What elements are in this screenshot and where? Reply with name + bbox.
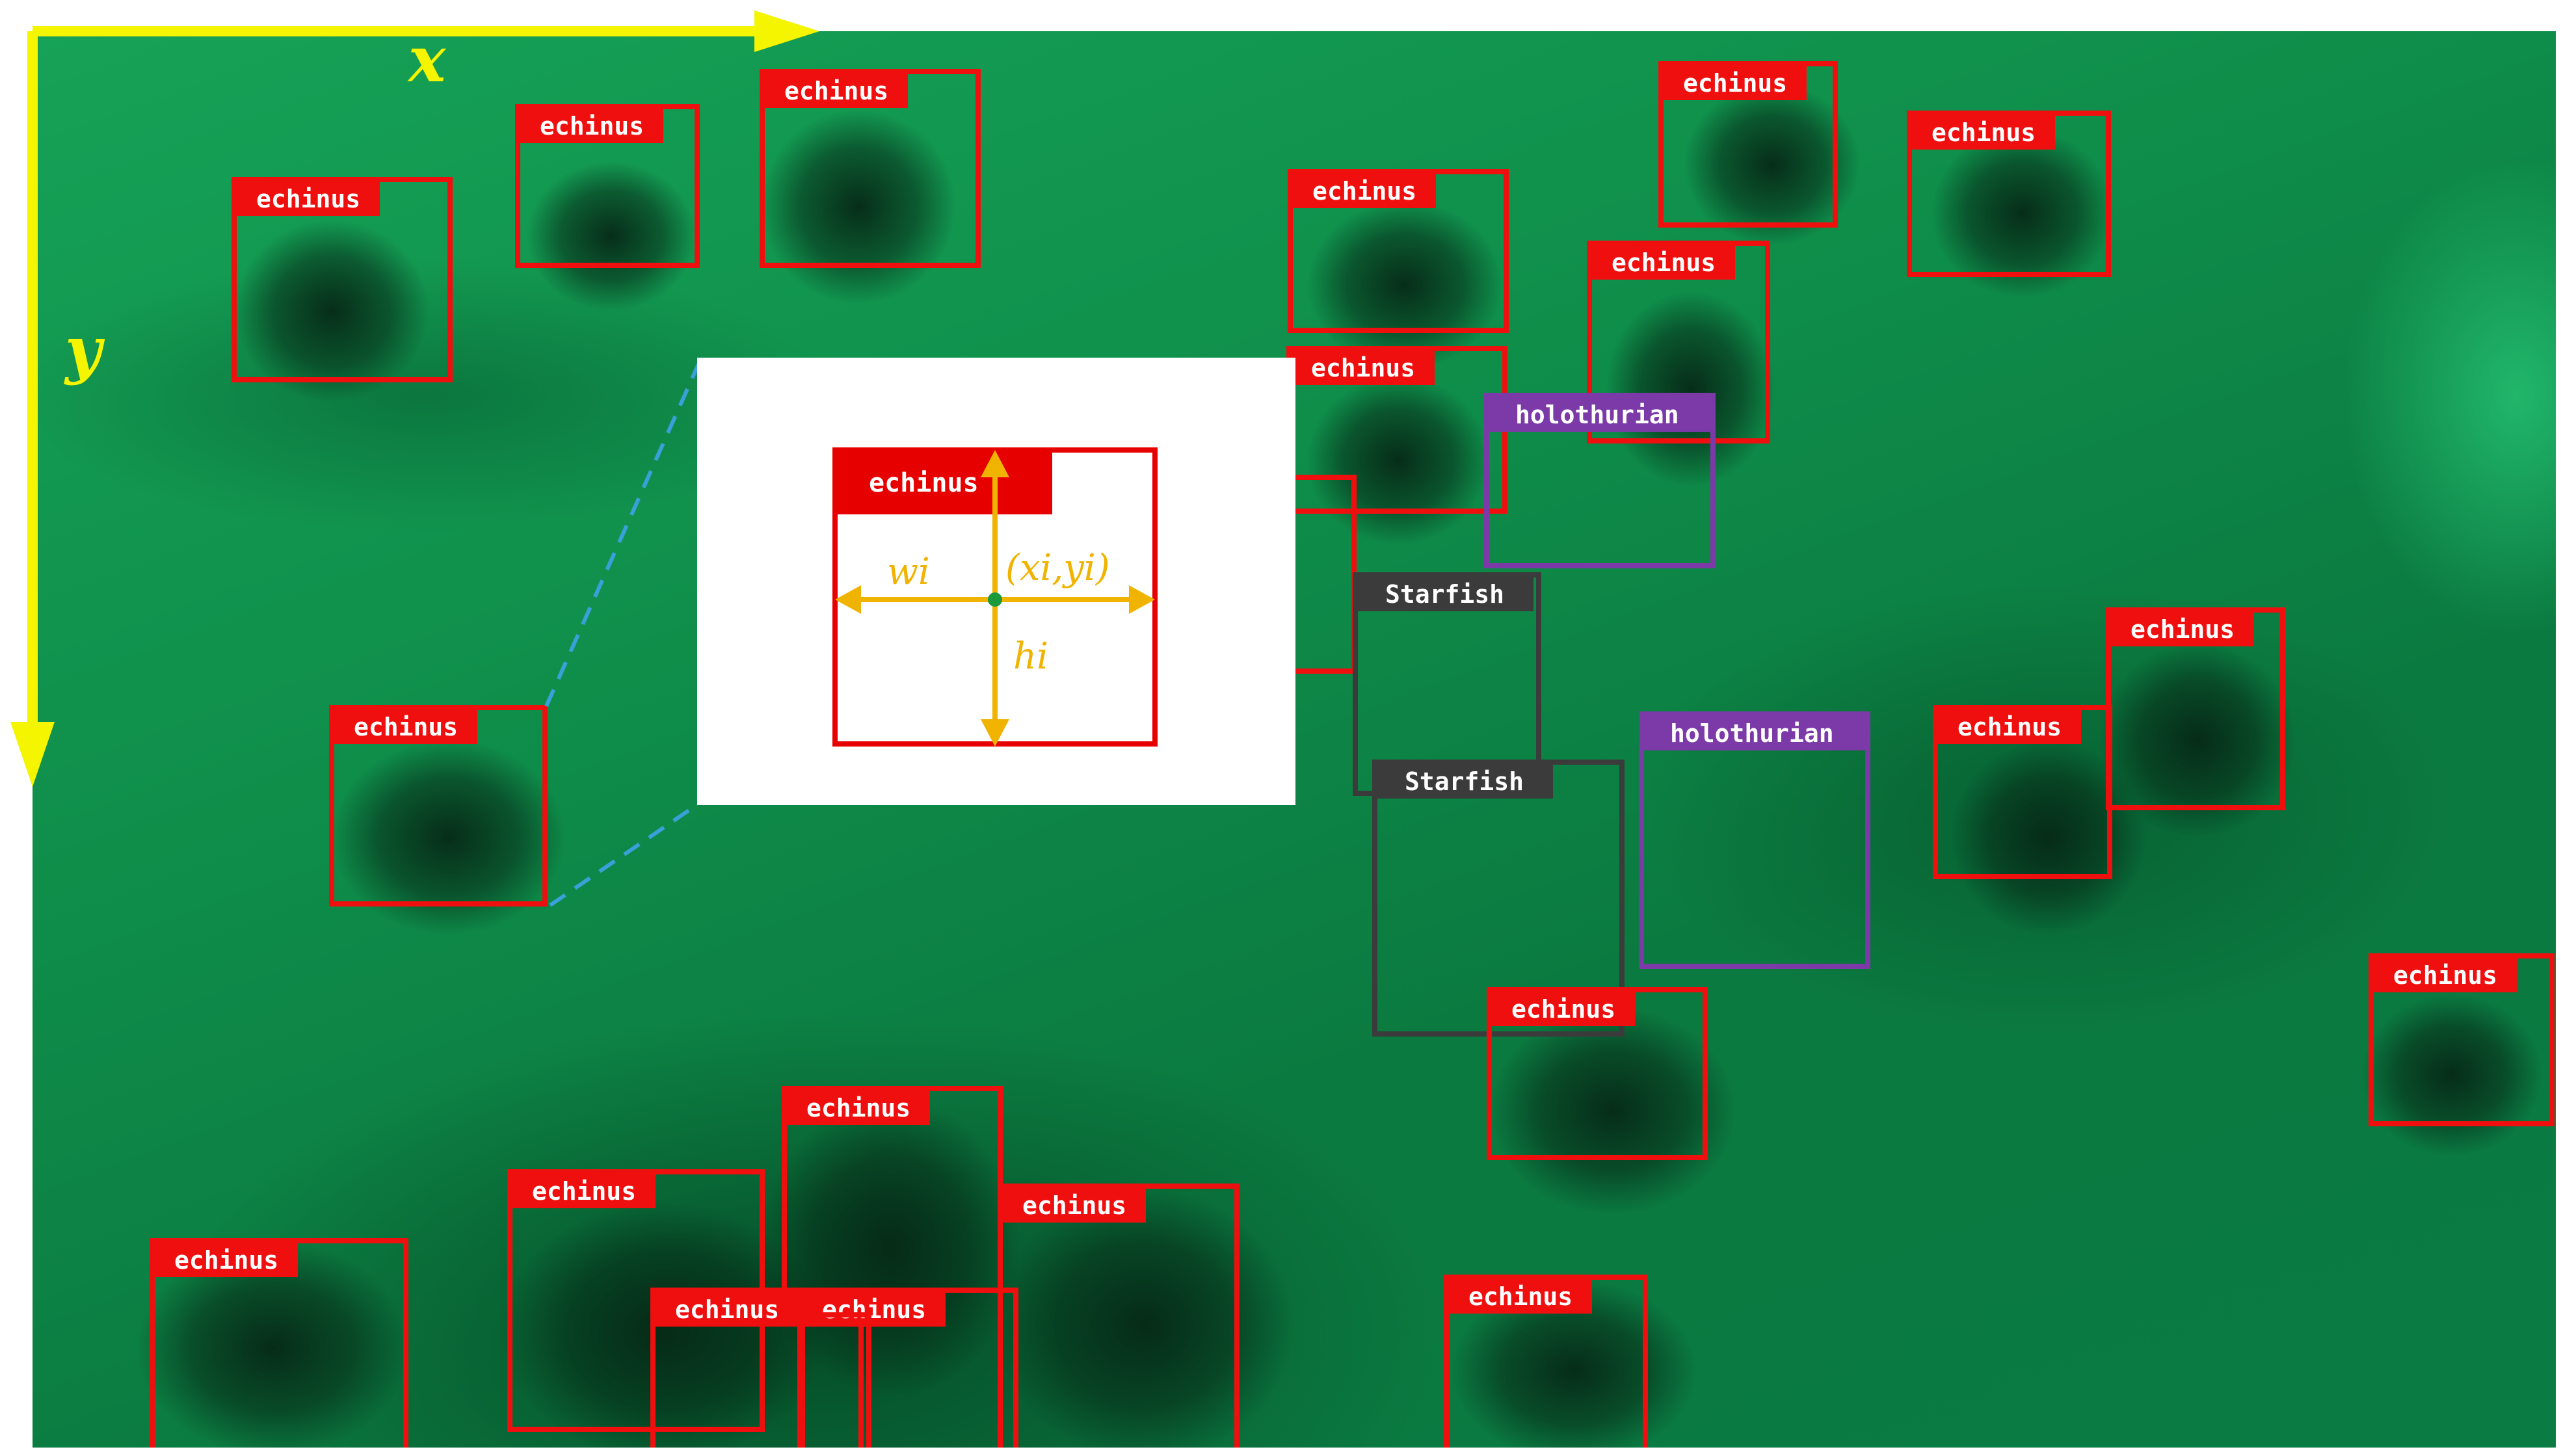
x-axis-arrowhead-icon — [754, 10, 819, 52]
detection-box: holothurian — [1484, 393, 1716, 568]
detection-box: echinus — [2369, 953, 2554, 1126]
detection-label: echinus — [1938, 710, 2081, 744]
detection-label: holothurian — [1644, 717, 1865, 750]
down-arrowhead-icon — [981, 719, 1009, 747]
callout-connector-line — [544, 363, 700, 708]
callout-dimension-arrows — [835, 450, 1155, 747]
y-axis-arrowhead-icon — [10, 722, 55, 787]
creature-blob — [1606, 291, 1775, 486]
underwater-scene: echinus echinus echinus echinus echinus … — [33, 31, 2556, 1448]
detection-box: echinus — [1288, 169, 1509, 333]
creature-blob — [761, 109, 956, 304]
creature-blob — [2361, 994, 2543, 1156]
detection-box: echinus — [329, 705, 548, 907]
detection-label: echinus — [1293, 174, 1436, 208]
detection-label: echinus — [803, 1293, 946, 1327]
creature-blob — [995, 1189, 1294, 1448]
detection-label: echinus — [656, 1293, 799, 1327]
right-arrowhead-icon — [1129, 585, 1155, 614]
callout-label: echinus — [838, 453, 1052, 514]
detection-box: echinus — [515, 104, 700, 268]
detection-label: echinus — [765, 74, 908, 108]
detection-box: echinus — [1487, 987, 1708, 1160]
center-coordinate-symbol: (xi,yi) — [1005, 547, 1110, 589]
width-symbol: wi — [887, 551, 930, 593]
creature-blob — [1684, 83, 1860, 246]
detection-box: echinus — [1658, 61, 1838, 228]
creature-blob — [1489, 1007, 1736, 1215]
detection-label: echinus — [2111, 613, 2254, 646]
y-axis-label: y — [65, 313, 101, 386]
detection-box: echinus — [760, 69, 981, 268]
detection-label: echinus — [1664, 66, 1807, 100]
detection-box: echinus — [2106, 607, 2285, 810]
detection-box: echinus — [998, 1184, 1240, 1448]
detection-box: echinus — [232, 177, 453, 382]
detection-label: Starfish — [1358, 577, 1533, 611]
detection-label: echinus — [512, 1174, 656, 1208]
creature-blob — [234, 220, 429, 402]
detection-label: echinus — [1003, 1189, 1146, 1223]
detection-box — [800, 1312, 871, 1448]
detection-label: echinus — [1292, 351, 1435, 385]
detection-label: echinus — [1592, 246, 1735, 280]
detection-label: echinus — [334, 710, 477, 744]
detection-box: Starfish — [1353, 572, 1541, 796]
height-symbol: hi — [1013, 635, 1048, 678]
detection-box: echinus — [797, 1288, 1018, 1448]
detection-label: echinus — [787, 1091, 930, 1125]
detection-label: Starfish — [1377, 765, 1553, 799]
detection-box: holothurian — [1639, 711, 1870, 969]
x-axis-label: x — [408, 23, 446, 96]
detection-label: holothurian — [1489, 398, 1710, 432]
detection-label: echinus — [1912, 116, 2055, 150]
detection-label: echinus — [2374, 959, 2517, 992]
center-point-icon — [988, 592, 1002, 607]
detection-box: echinus — [1587, 241, 1770, 443]
detection-box: Starfish — [1372, 760, 1625, 1037]
creature-blob — [1931, 129, 2114, 298]
detection-label: echinus — [1449, 1280, 1592, 1314]
detection-box: echinus — [150, 1238, 408, 1448]
detection-label: echinus — [155, 1243, 298, 1277]
up-arrowhead-icon — [981, 450, 1009, 477]
left-arrowhead-icon — [835, 585, 861, 614]
creature-blob — [1307, 200, 1502, 369]
zoom-callout: echinus wi (xi,yi) hi — [697, 358, 1295, 805]
creature-blob — [1307, 376, 1489, 545]
detection-label: echinus — [1492, 992, 1635, 1026]
detection-label: echinus — [237, 182, 380, 216]
detection-box: echinus — [650, 1288, 864, 1448]
creature-blob — [527, 161, 696, 311]
detection-box: echinus — [1907, 111, 2111, 277]
detection-box: echinus — [1444, 1275, 1648, 1448]
detection-label: echinus — [520, 109, 663, 143]
callout-connector-line — [549, 802, 700, 907]
